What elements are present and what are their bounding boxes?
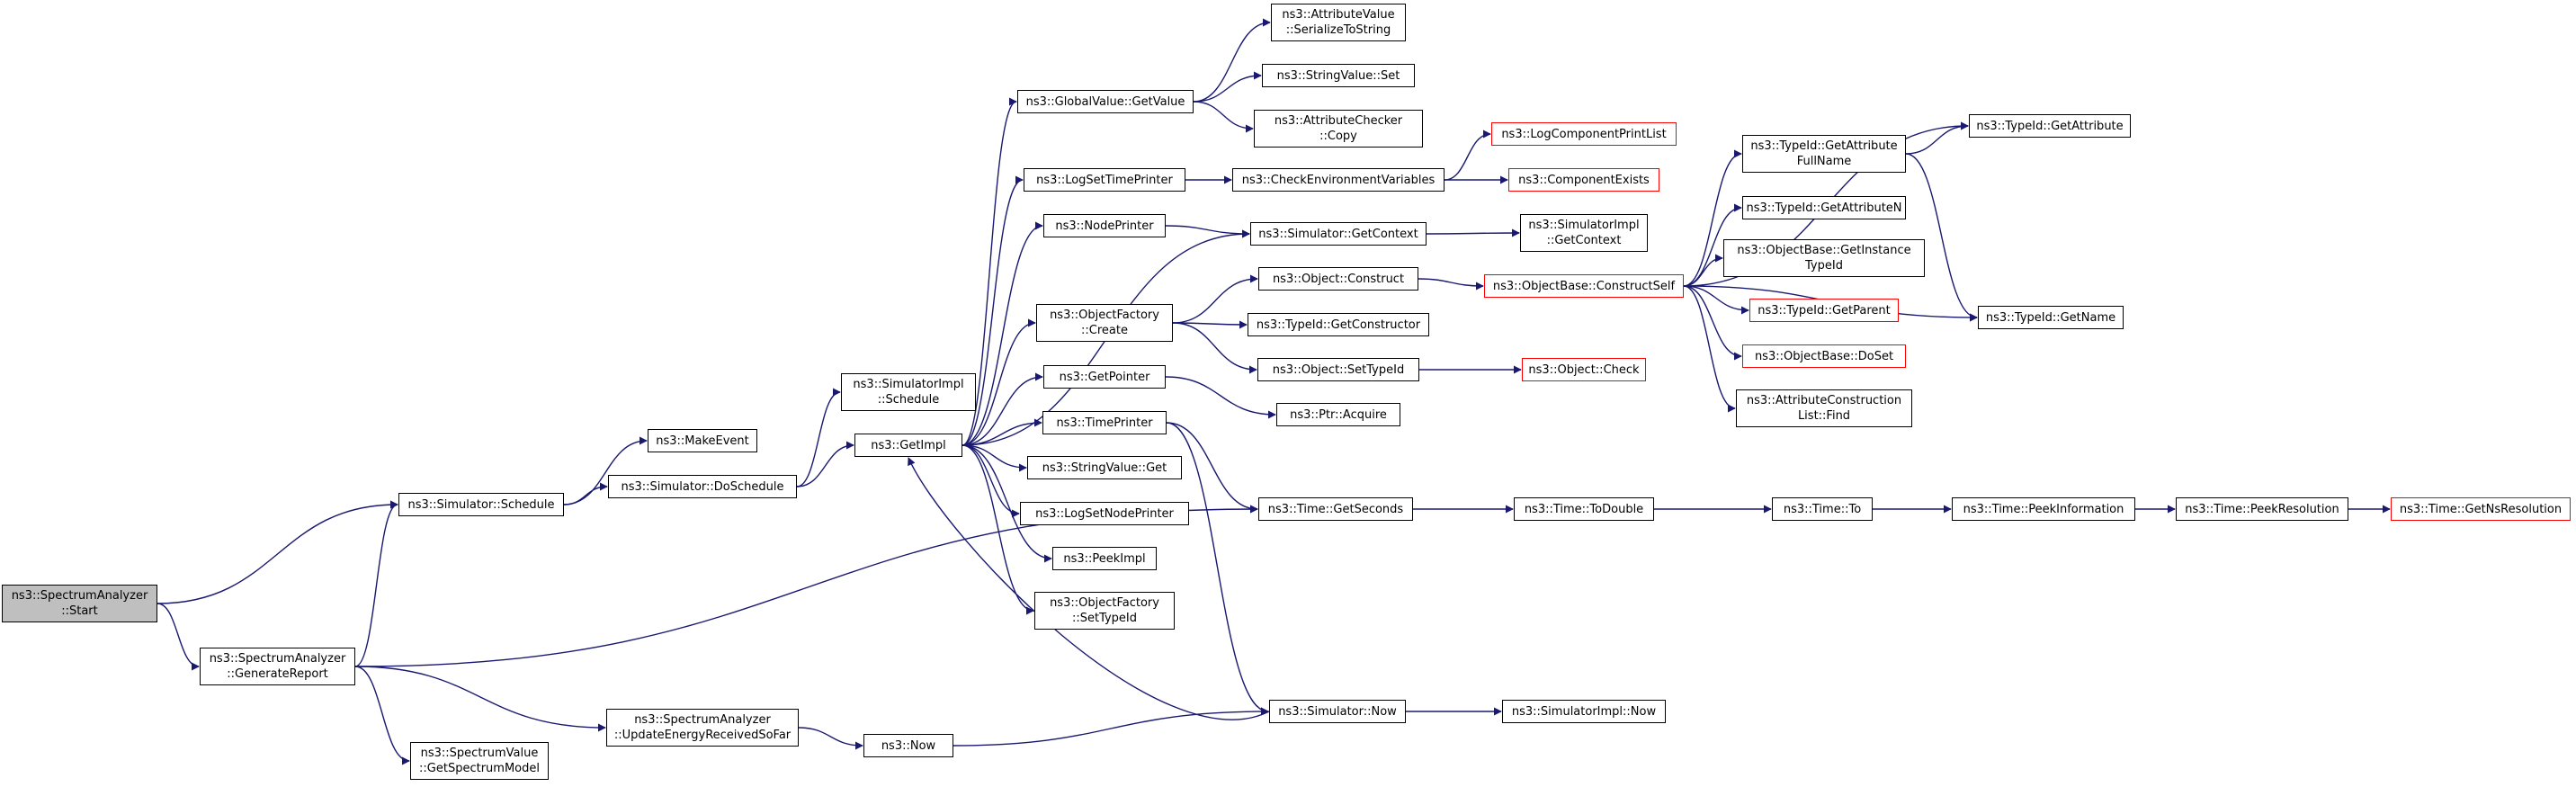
edge-objectbase_construct_self-to-typeid_get_attr_fullname: [1683, 149, 1742, 287]
edge-check_env_vars-to-log_component_print_list: [1444, 130, 1491, 181]
node-object-construct[interactable]: ns3::Object::Construct: [1258, 267, 1418, 291]
node-simulatorimpl-schedule[interactable]: ns3::SimulatorImpl::Schedule: [841, 373, 976, 411]
node-logsetnodeprinter[interactable]: ns3::LogSetNodePrinter: [1020, 502, 1189, 525]
node-typeid-getconstructor[interactable]: ns3::TypeId::GetConstructor: [1248, 313, 1429, 336]
node-objectfactory-settypeid[interactable]: ns3::ObjectFactory::SetTypeId: [1034, 592, 1175, 630]
edge-typeid_get_attr_fullname-to-typeid_get_name: [1905, 153, 1978, 322]
edge-generate_report-to-schedule: [354, 500, 398, 667]
edge-start-to-generate_report: [157, 603, 200, 671]
node-spectrumanalyzer-start: ns3::SpectrumAnalyzer::Start: [2, 585, 157, 622]
edge-get_impl-to-log_set_time_printer: [962, 175, 1024, 446]
node-typeid-getattribute[interactable]: ns3::TypeId::GetAttribute: [1969, 114, 2131, 138]
edge-objectbase_construct_self-to-typeid_get_parent: [1683, 285, 1749, 315]
node-nodeprinter[interactable]: ns3::NodePrinter: [1043, 214, 1166, 237]
node-now[interactable]: ns3::Now: [863, 734, 953, 757]
edge-get_impl-to-string_value_get: [962, 444, 1027, 472]
edge-get_impl-to-object_factory_create: [962, 318, 1036, 446]
edge-sim_get_context-to-simimpl_get_context: [1426, 228, 1520, 237]
node-objectbase-doset[interactable]: ns3::ObjectBase::DoSet: [1742, 344, 1906, 368]
node-objectbase-constructself[interactable]: ns3::ObjectBase::ConstructSelf: [1484, 274, 1684, 298]
node-ptr-acquire[interactable]: ns3::Ptr::Acquire: [1276, 403, 1400, 426]
node-timeprinter[interactable]: ns3::TimePrinter: [1042, 411, 1167, 434]
edge-objectbase_construct_self-to-objectbase_get_instance_typeid: [1683, 254, 1723, 287]
edge-object_factory_create-to-object_set_typeid: [1172, 322, 1257, 374]
node-makeevent[interactable]: ns3::MakeEvent: [648, 429, 757, 452]
node-getpointer[interactable]: ns3::GetPointer: [1043, 365, 1166, 389]
edge-get_impl-to-node_printer: [962, 221, 1043, 446]
node-stringvalue-get[interactable]: ns3::StringValue::Get: [1027, 456, 1182, 479]
node-typeid-getname[interactable]: ns3::TypeId::GetName: [1978, 306, 2124, 329]
edge-global_get_value-to-attr_checker_copy: [1193, 101, 1254, 133]
edge-get_impl-to-peek_impl: [962, 444, 1052, 563]
node-logsettimeprinter[interactable]: ns3::LogSetTimePrinter: [1024, 168, 1185, 192]
node-time-todouble[interactable]: ns3::Time::ToDouble: [1514, 497, 1654, 521]
node-getimpl[interactable]: ns3::GetImpl: [854, 434, 962, 457]
node-peekimpl[interactable]: ns3::PeekImpl: [1052, 547, 1157, 570]
node-globalvalue-getvalue[interactable]: ns3::GlobalValue::GetValue: [1017, 90, 1194, 113]
edge-generate_report-to-update_energy: [354, 666, 606, 732]
node-stringvalue-set[interactable]: ns3::StringValue::Set: [1262, 64, 1415, 87]
node-simulatorimpl-getcontext[interactable]: ns3::SimulatorImpl::GetContext: [1520, 214, 1648, 252]
node-time-getseconds[interactable]: ns3::Time::GetSeconds: [1258, 497, 1413, 521]
edge-global_get_value-to-string_value_set: [1193, 71, 1262, 103]
node-typeid-getparent[interactable]: ns3::TypeId::GetParent: [1749, 299, 1899, 322]
edge-update_energy-to-now: [798, 727, 863, 750]
edge-generate_report-to-time_get_seconds: [354, 505, 1258, 667]
edge-get_impl-to-log_set_node_printer: [962, 444, 1020, 518]
edge-node_printer-to-sim_get_context: [1165, 225, 1250, 238]
node-time-getnsresolution[interactable]: ns3::Time::GetNsResolution: [2391, 497, 2571, 521]
node-typeid-getattributen[interactable]: ns3::TypeId::GetAttributeN: [1742, 196, 1906, 219]
edge-global_get_value-to-attr_value_serialize: [1193, 18, 1271, 103]
edge-get_impl-to-object_factory_set_typeid: [962, 444, 1034, 615]
edge-objectbase_construct_self-to-attr_construction_list_find: [1683, 285, 1736, 413]
node-simulator-schedule[interactable]: ns3::Simulator::Schedule: [398, 493, 564, 516]
node-simulator-now[interactable]: ns3::Simulator::Now: [1269, 700, 1406, 723]
node-logcomponentprintlist[interactable]: ns3::LogComponentPrintList: [1491, 122, 1677, 146]
node-simulator-getcontext[interactable]: ns3::Simulator::GetContext: [1250, 222, 1427, 246]
node-simulatorimpl-now[interactable]: ns3::SimulatorImpl::Now: [1502, 700, 1666, 723]
edge-generate_report-to-get_spectrum_model: [354, 666, 410, 765]
node-checkenvironmentvariables[interactable]: ns3::CheckEnvironmentVariables: [1232, 168, 1445, 192]
edge-object_construct-to-objectbase_construct_self: [1418, 278, 1484, 291]
edge-schedule-to-do_schedule: [563, 482, 608, 505]
edge-now-to-sim_now: [953, 707, 1269, 747]
node-componentexists[interactable]: ns3::ComponentExists: [1508, 168, 1659, 192]
node-simulator-doschedule[interactable]: ns3::Simulator::DoSchedule: [608, 475, 797, 498]
node-time-peekresolution[interactable]: ns3::Time::PeekResolution: [2176, 497, 2348, 521]
edge-object_factory_create-to-typeid_get_constructor: [1172, 320, 1248, 329]
edge-time_printer-to-time_get_seconds: [1166, 422, 1258, 514]
node-objectfactory-create[interactable]: ns3::ObjectFactory::Create: [1036, 304, 1173, 342]
node-attributevalue-serializetostring[interactable]: ns3::AttributeValue::SerializeToString: [1271, 4, 1406, 41]
edge-start-to-schedule: [157, 500, 398, 604]
edge-get_impl-to-get_pointer: [962, 372, 1043, 446]
edge-get_impl-to-time_printer: [962, 418, 1042, 446]
edge-typeid_get_attr_fullname-to-typeid_get_attribute: [1905, 121, 1969, 155]
node-spectrumvalue-getspectrummodel[interactable]: ns3::SpectrumValue::GetSpectrumModel: [410, 742, 549, 780]
node-spectrumanalyzer-updateenergyreceivedsofar[interactable]: ns3::SpectrumAnalyzer::UpdateEnergyRecei…: [606, 709, 799, 747]
edge-do_schedule-to-get_impl: [796, 441, 854, 487]
node-object-check[interactable]: ns3::Object::Check: [1522, 358, 1646, 381]
edge-get_pointer-to-ptr_acquire: [1165, 376, 1276, 419]
edge-sim_now-to-get_impl: [908, 457, 1270, 720]
node-attributechecker-copy[interactable]: ns3::AttributeChecker::Copy: [1254, 110, 1423, 148]
node-spectrumanalyzer-generatereport[interactable]: ns3::SpectrumAnalyzer::GenerateReport: [200, 648, 355, 685]
edge-object_factory_create-to-object_construct: [1172, 274, 1258, 324]
edge-objectbase_construct_self-to-typeid_get_attr_n: [1683, 203, 1742, 287]
edge-objectbase_construct_self-to-objectbase_doset: [1683, 285, 1742, 361]
node-time-to[interactable]: ns3::Time::To: [1772, 497, 1873, 521]
edge-time_printer-to-sim_now: [1166, 422, 1269, 716]
node-object-settypeid[interactable]: ns3::Object::SetTypeId: [1257, 358, 1419, 381]
node-time-peekinformation[interactable]: ns3::Time::PeekInformation: [1952, 497, 2135, 521]
edge-get_impl-to-global_get_value: [962, 97, 1017, 446]
edge-do_schedule-to-simimpl_schedule: [796, 388, 841, 487]
